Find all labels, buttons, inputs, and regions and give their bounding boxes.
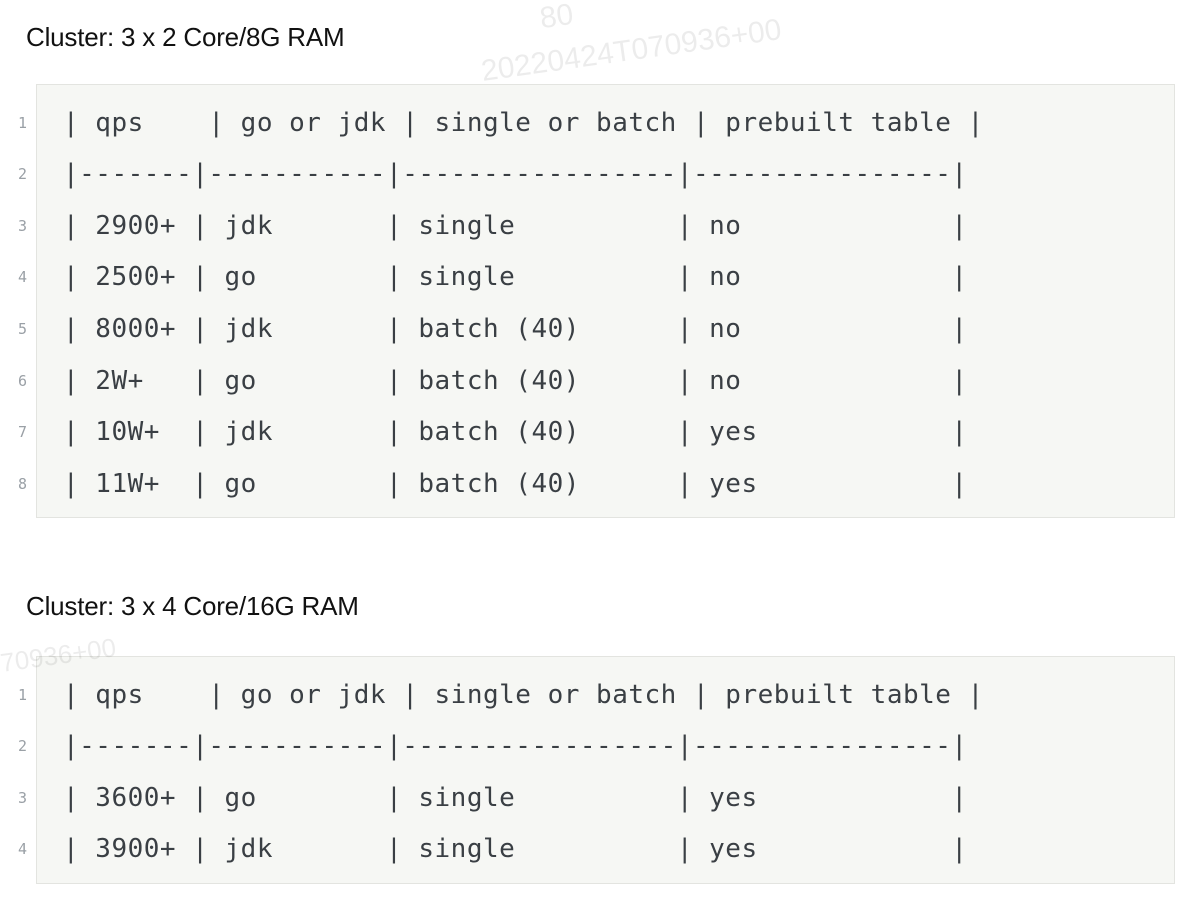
table-row: | 3900+ | jdk | single | yes |: [63, 834, 968, 864]
line-number: 2: [17, 165, 27, 183]
line-number: 4: [17, 840, 27, 858]
line-number: 8: [17, 475, 27, 493]
section-heading-cluster-2core: Cluster: 3 x 2 Core/8G RAM: [26, 22, 345, 52]
table-separator-row: |-------|-----------|-----------------|-…: [63, 731, 968, 761]
code-block-cluster-4core: 1 2 3 4 | qps | go or jdk | single or ba…: [18, 656, 1175, 884]
line-number: 5: [17, 320, 27, 338]
table-header-row: | qps | go or jdk | single or batch | pr…: [63, 680, 984, 710]
table-row: | 3600+ | go | single | yes |: [63, 783, 968, 813]
table-row: | 10W+ | jdk | batch (40) | yes |: [63, 417, 968, 447]
section-heading-cluster-4core: Cluster: 3 x 4 Core/16G RAM: [26, 591, 359, 621]
line-number: 1: [17, 686, 27, 704]
line-number: 4: [17, 268, 27, 286]
table-row: | 8000+ | jdk | batch (40) | no |: [63, 314, 968, 344]
line-number: 1: [17, 114, 27, 132]
table-header-row: | qps | go or jdk | single or batch | pr…: [63, 108, 984, 138]
line-number: 3: [17, 217, 27, 235]
watermark-text: 20220424T070936+00: [479, 13, 784, 88]
code-block-cluster-2core: 1 2 3 4 5 6 7 8 | qps | go or jdk | sing…: [18, 84, 1175, 518]
table-row: | 11W+ | go | batch (40) | yes |: [63, 469, 968, 499]
line-number: 3: [17, 789, 27, 807]
table-separator-row: |-------|-----------|-----------------|-…: [63, 159, 968, 189]
line-number: 2: [17, 737, 27, 755]
line-number: 6: [17, 372, 27, 390]
table-row: | 2900+ | jdk | single | no |: [63, 211, 968, 241]
table-row: | 2500+ | go | single | no |: [63, 262, 968, 292]
line-number: 7: [17, 423, 27, 441]
watermark-text: 80: [537, 0, 576, 36]
table-row: | 2W+ | go | batch (40) | no |: [63, 366, 968, 396]
